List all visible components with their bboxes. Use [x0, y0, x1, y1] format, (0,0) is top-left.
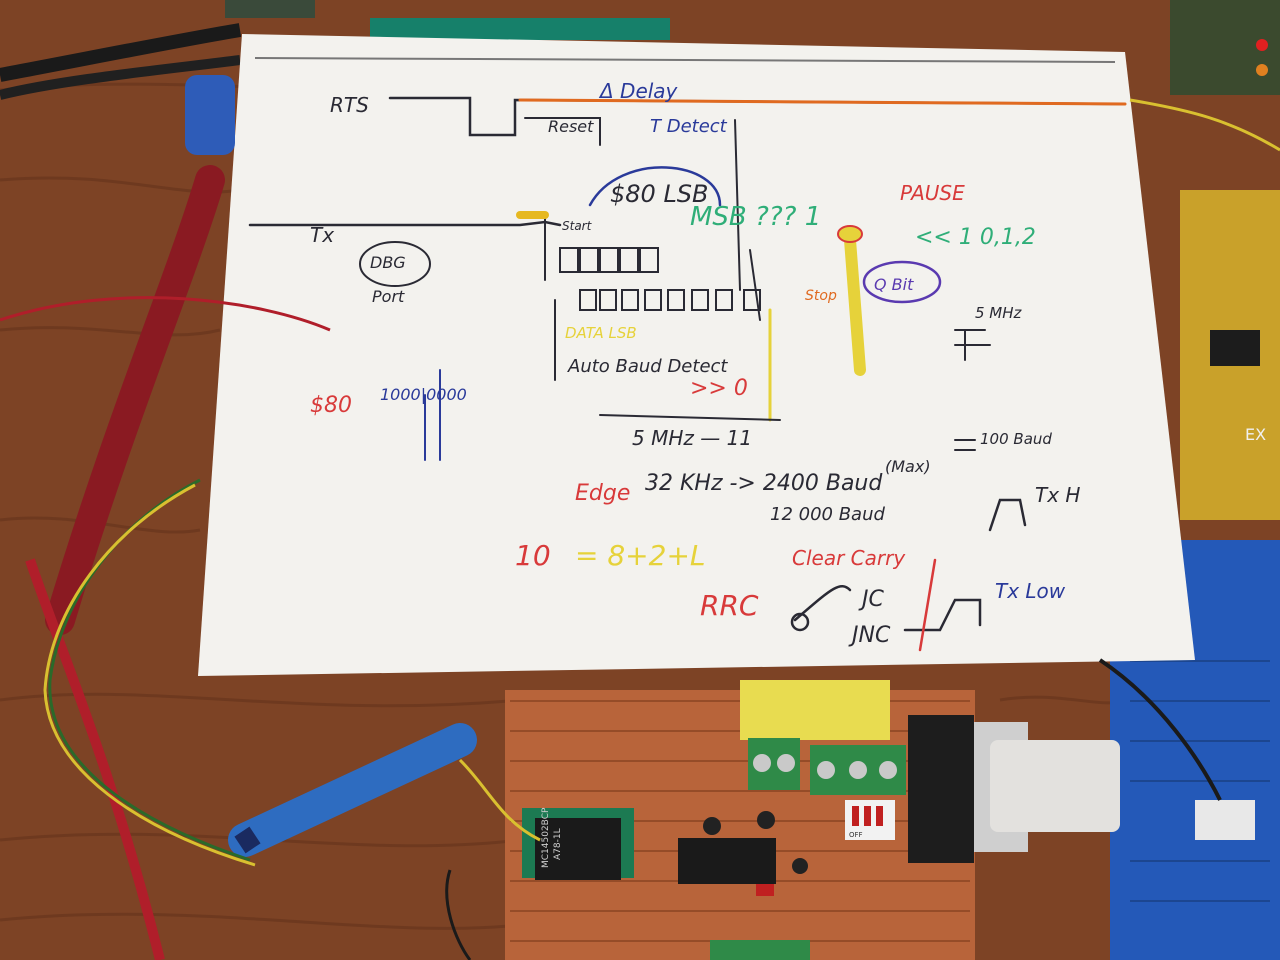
white-connector: [1195, 800, 1255, 840]
capacitor: [703, 817, 721, 835]
note-dbg: DBG: [370, 253, 406, 272]
note-pause: PAUSE: [900, 181, 965, 205]
note-80-lsb: $80 LSB: [610, 180, 709, 208]
red-wire: [25, 558, 165, 960]
ic-chip-2: [678, 838, 776, 884]
svg-text:EX: EX: [1245, 425, 1266, 444]
note-hex-80: $80: [310, 393, 352, 418]
chip-label-1: MC14502BCP: [541, 807, 551, 868]
blue-marker: [228, 723, 477, 857]
note-rts: RTS: [330, 93, 369, 117]
note-msb-bits: MSB ??? 1: [690, 202, 821, 232]
note-12000-baud: 12 000 Baud: [770, 504, 885, 525]
note-shift: << 1 0,1,2: [915, 225, 1036, 250]
qbit-circle: [862, 260, 942, 304]
dip-switch-label: OFF: [849, 831, 863, 839]
note-jnc: JNC: [848, 623, 891, 648]
note-t-detect: T Detect: [650, 116, 728, 137]
yellow-label: [740, 680, 890, 740]
note-5mhz-top: 5 MHz: [975, 304, 1023, 322]
note-shift-zero: >> 0: [690, 376, 748, 401]
capacitor-2: [757, 811, 775, 829]
capacitor-3: [792, 858, 808, 874]
green-terminal-strip: [370, 18, 670, 40]
note-tx: Tx: [310, 223, 334, 247]
note-reset: Reset: [548, 117, 594, 136]
bit-boxes: [559, 247, 761, 311]
note-edge: Edge: [575, 481, 630, 506]
black-cable-2: [0, 55, 241, 100]
note-100-baud: 100 Baud: [980, 430, 1052, 448]
yellow-wire: [43, 483, 256, 867]
note-stop: Stop: [805, 288, 837, 304]
note-freq: 32 KHz -> 2400 Baud: [645, 471, 883, 496]
serial-adapter: [990, 740, 1120, 832]
note-clear-carry: Clear Carry: [792, 546, 906, 570]
paper-sheet: [198, 34, 1195, 676]
usb-dongle: [185, 75, 235, 155]
note-max: (Max): [885, 457, 931, 476]
note-data-lsb: DATA LSB: [565, 324, 637, 342]
note-jc: JC: [858, 587, 884, 612]
note-start: Start: [562, 219, 593, 233]
note-eq: = 8+2+L: [575, 539, 706, 572]
note-rrc: RRC: [700, 589, 759, 622]
handwritten-notes: RTS Δ Delay Reset T Detect Tx DBG Port $…: [310, 79, 1080, 648]
ic-chip-right: [1210, 330, 1260, 366]
note-qbit: Q Bit: [874, 275, 914, 294]
note-5mhz: 5 MHz — 11: [632, 426, 752, 450]
note-tx-low: Tx Low: [995, 579, 1066, 603]
red-probe: [45, 165, 225, 635]
note-autobaud: Auto Baud Detect: [567, 356, 728, 377]
note-delay: Δ Delay: [598, 79, 679, 103]
dbg-circle: [359, 241, 431, 287]
note-ten: 10: [515, 539, 551, 572]
timing-diagram: [248, 96, 1127, 652]
db9-connector: [908, 715, 974, 863]
board-edge-top: [225, 0, 315, 18]
ic-chip-mc14502: [535, 818, 621, 880]
chip-label-2: A78-1L: [553, 828, 563, 860]
terminal-block-3: [710, 940, 810, 960]
black-cable: [0, 23, 242, 82]
note-tx-h: Tx H: [1035, 483, 1080, 507]
note-port: Port: [372, 287, 405, 306]
note-binary: 1000|0000: [380, 385, 467, 404]
